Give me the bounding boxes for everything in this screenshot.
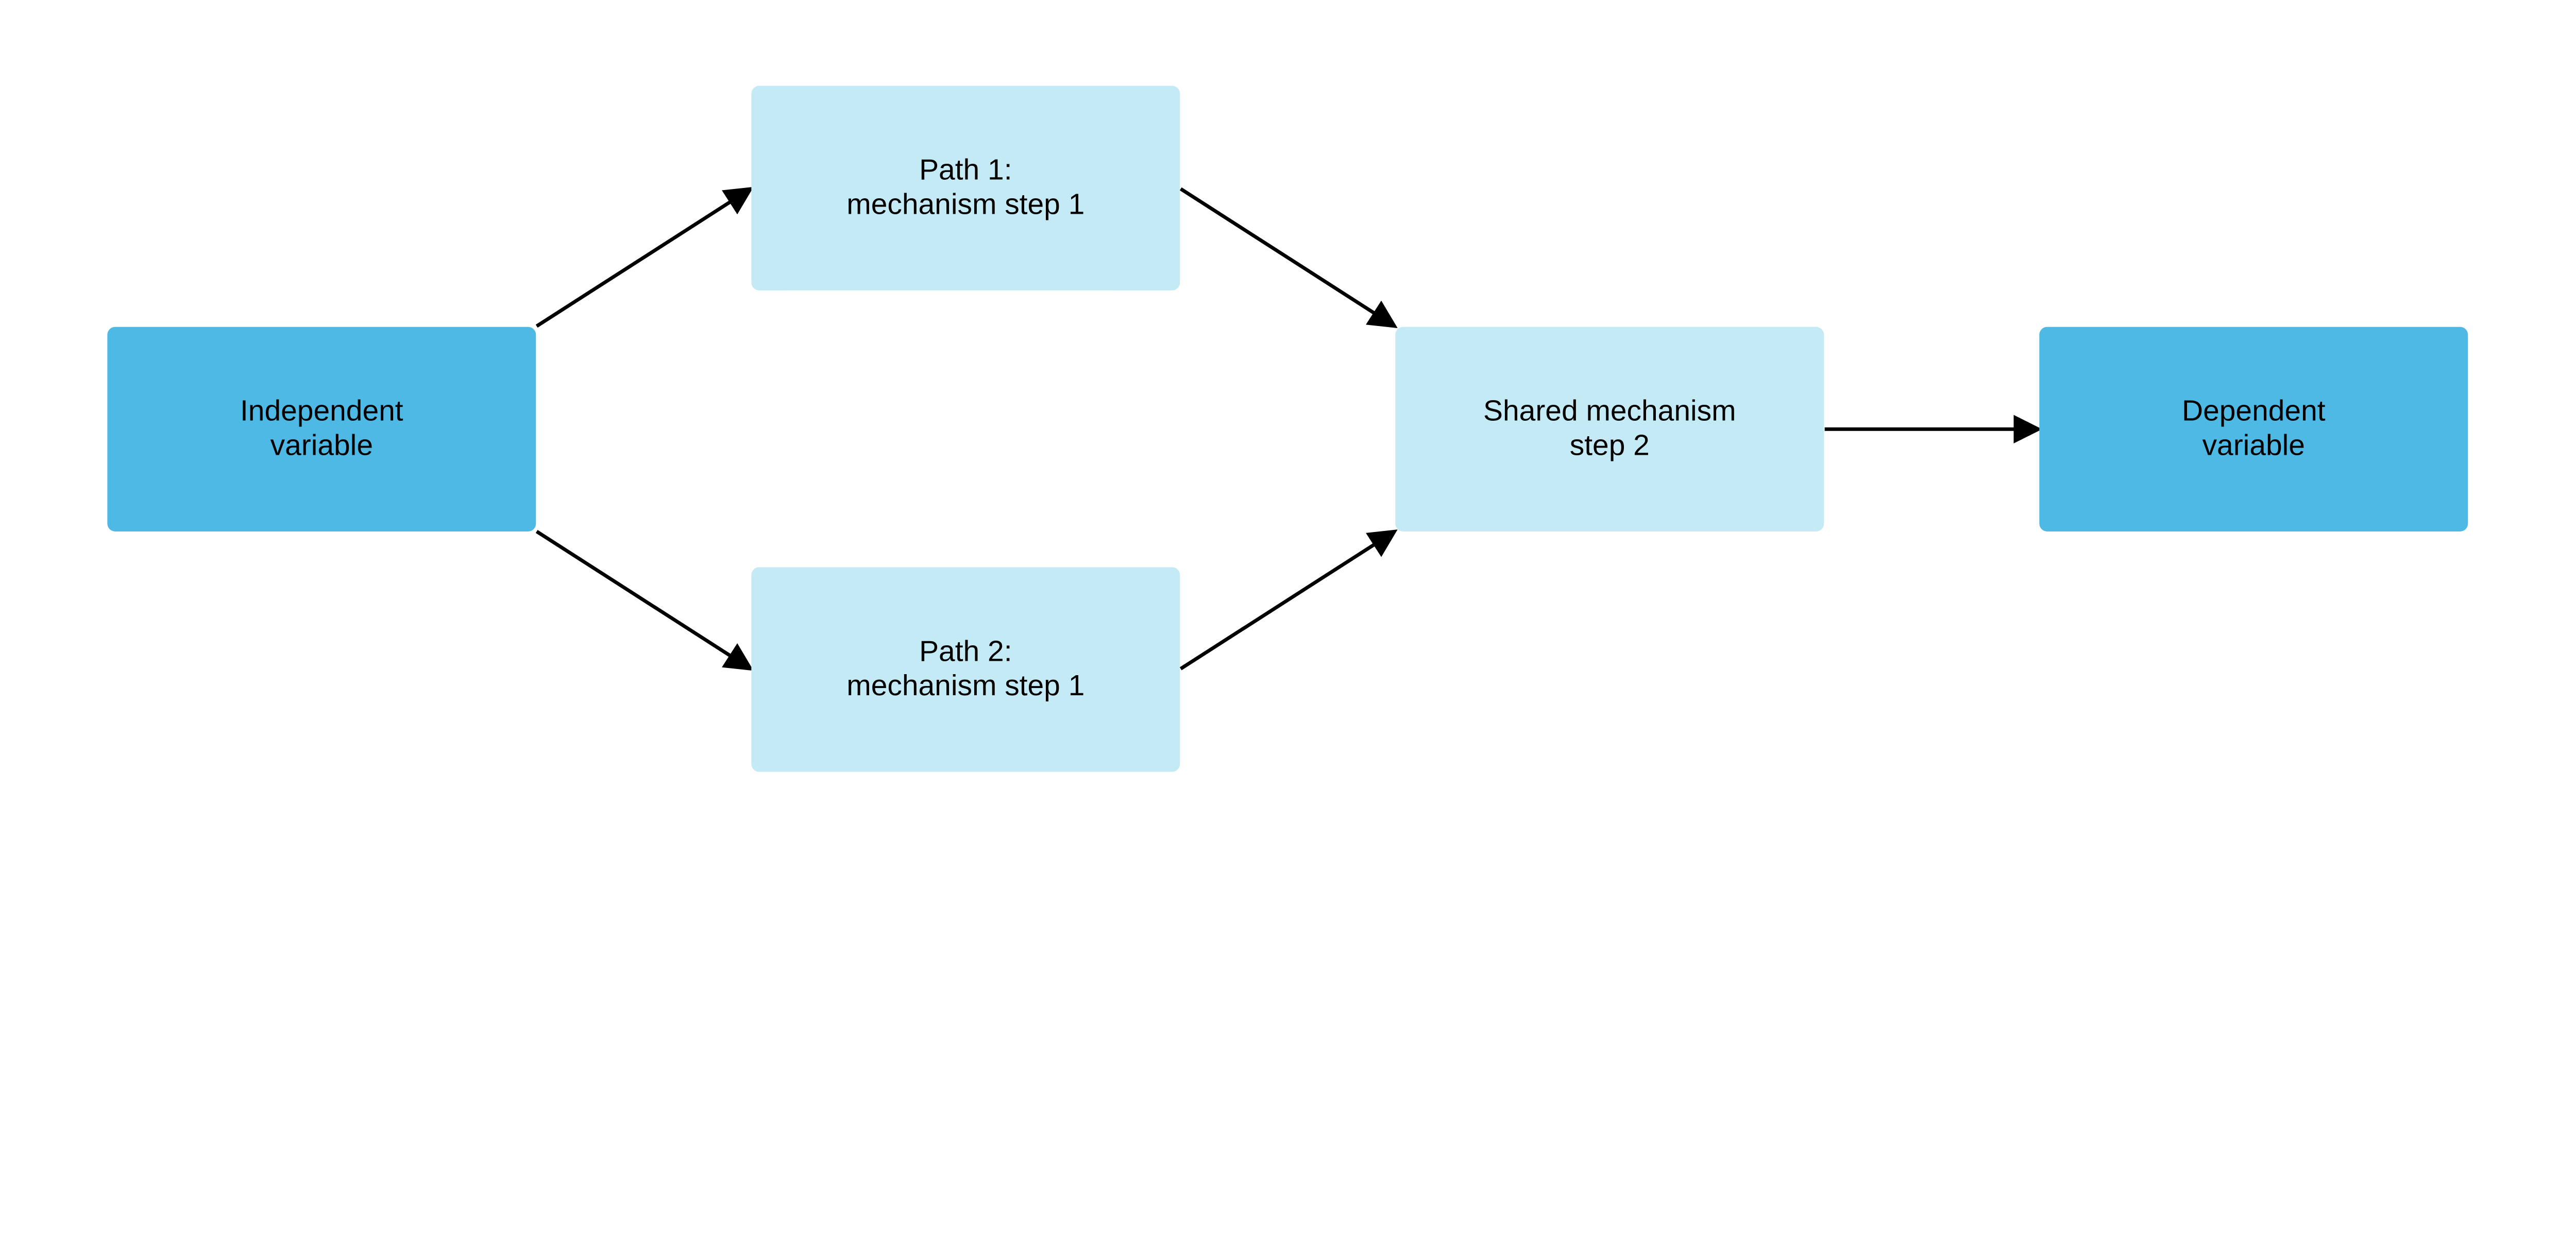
node-label-line1: Dependent xyxy=(2182,394,2326,427)
node-shared-mechanism: Shared mechanism step 2 xyxy=(1395,327,1824,531)
arrow-path1-to-shared xyxy=(1179,187,1398,329)
node-label-line2: variable xyxy=(270,428,373,461)
diagram-canvas: Independent variable Path 1: mechanism s… xyxy=(107,85,2468,772)
node-dependent-variable: Dependent variable xyxy=(2039,327,2468,531)
node-label-line1: Path 1: xyxy=(919,153,1012,186)
node-label-line2: step 2 xyxy=(1570,428,1650,461)
node-label-line2: mechanism step 1 xyxy=(846,669,1084,702)
node-label-line1: Independent xyxy=(240,394,403,427)
node-box xyxy=(1395,327,1824,531)
node-box xyxy=(107,327,536,531)
node-independent-variable: Independent variable xyxy=(107,327,536,531)
arrow-path2-to-shared xyxy=(1179,529,1398,671)
node-label-line2: mechanism step 1 xyxy=(846,187,1084,220)
node-path1-step1: Path 1: mechanism step 1 xyxy=(751,85,1180,290)
arrow-independent-to-path1 xyxy=(535,186,754,328)
node-label-line2: variable xyxy=(2202,428,2305,461)
node-box xyxy=(751,85,1180,290)
node-label-line1: Shared mechanism xyxy=(1483,394,1736,427)
node-label-line1: Path 2: xyxy=(919,634,1012,667)
node-box xyxy=(751,567,1180,772)
node-path2-step1: Path 2: mechanism step 1 xyxy=(751,567,1180,772)
node-box xyxy=(2039,327,2468,531)
arrow-independent-to-path2 xyxy=(535,530,754,671)
